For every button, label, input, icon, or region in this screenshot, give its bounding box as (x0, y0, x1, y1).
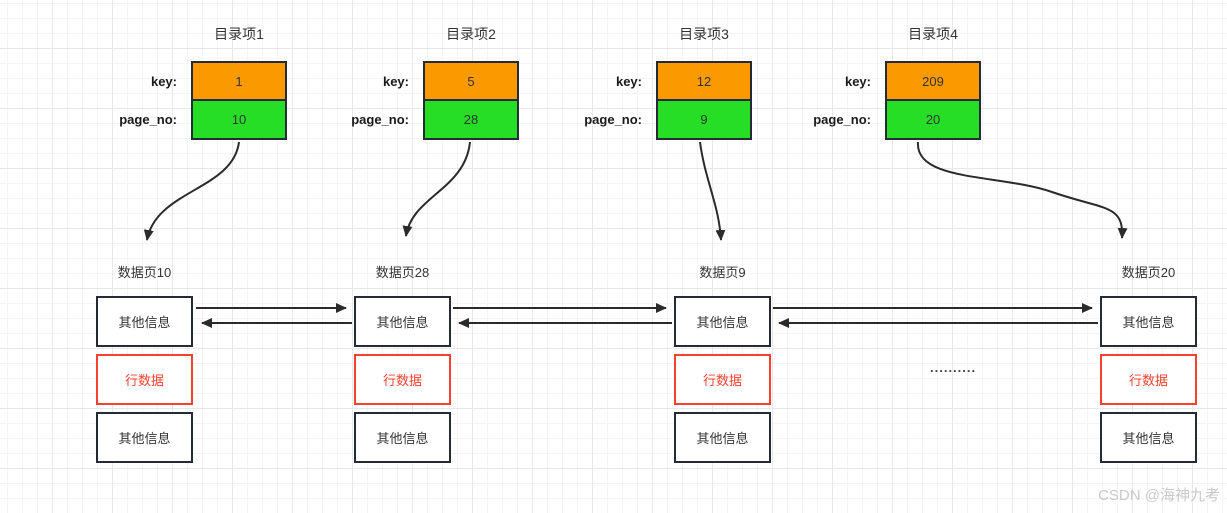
directory-entry-4: 目录项4 key: 209 page_no: 20 (775, 24, 981, 140)
page-no-pointer-arrow (699, 141, 726, 241)
data-page-title: 数据页20 (1121, 265, 1176, 280)
page-no-pointer-arrow (143, 141, 240, 241)
key-cell: 1 (191, 60, 287, 102)
other-info-box: 其他信息 (674, 296, 771, 347)
key-label: key: (382, 73, 409, 89)
row-data-box: 行数据 (1100, 354, 1197, 405)
key-cell: 12 (656, 60, 752, 102)
data-page-title: 数据页28 (375, 265, 430, 280)
page-no-pointer-arrow (402, 141, 471, 237)
other-info-box: 其他信息 (354, 412, 451, 463)
directory-entry-title: 目录项2 (446, 26, 496, 42)
key-label: key: (150, 73, 177, 89)
page-no-cell: 20 (885, 98, 981, 140)
page-no-label: page_no: (119, 111, 177, 127)
row-data-box: 行数据 (96, 354, 193, 405)
directory-entry-title: 目录项4 (908, 26, 958, 42)
key-cell: 5 (423, 60, 519, 102)
page-no-label: page_no: (584, 111, 642, 127)
ellipsis-dots: .......... (930, 360, 977, 375)
key-label: key: (615, 73, 642, 89)
key-cell: 209 (885, 60, 981, 102)
watermark: CSDN @海神九考 (1098, 487, 1220, 504)
other-info-box: 其他信息 (1100, 412, 1197, 463)
data-page-20: 数据页20 其他信息 行数据 其他信息 (1100, 262, 1197, 470)
key-label: key: (844, 73, 871, 89)
data-page-9: 数据页9 其他信息 行数据 其他信息 (674, 262, 771, 470)
row-data-box: 行数据 (354, 354, 451, 405)
other-info-box: 其他信息 (96, 412, 193, 463)
page-no-cell: 10 (191, 98, 287, 140)
data-page-28: 数据页28 其他信息 行数据 其他信息 (354, 262, 451, 470)
other-info-box: 其他信息 (96, 296, 193, 347)
page-no-label: page_no: (813, 111, 871, 127)
other-info-box: 其他信息 (1100, 296, 1197, 347)
directory-entry-1: 目录项1 key: 1 page_no: 10 (81, 24, 287, 140)
other-info-box: 其他信息 (354, 296, 451, 347)
directory-entry-title: 目录项1 (214, 26, 264, 42)
data-page-title: 数据页9 (699, 265, 746, 280)
directory-entry-3: 目录项3 key: 12 page_no: 9 (546, 24, 752, 140)
page-no-pointer-arrow (916, 141, 1128, 239)
directory-entry-2: 目录项2 key: 5 page_no: 28 (313, 24, 519, 140)
page-no-label: page_no: (351, 111, 409, 127)
page-no-cell: 28 (423, 98, 519, 140)
data-page-title: 数据页10 (117, 265, 172, 280)
other-info-box: 其他信息 (674, 412, 771, 463)
directory-entry-title: 目录项3 (679, 26, 729, 42)
row-data-box: 行数据 (674, 354, 771, 405)
page-no-cell: 9 (656, 98, 752, 140)
data-page-10: 数据页10 其他信息 行数据 其他信息 (96, 262, 193, 470)
